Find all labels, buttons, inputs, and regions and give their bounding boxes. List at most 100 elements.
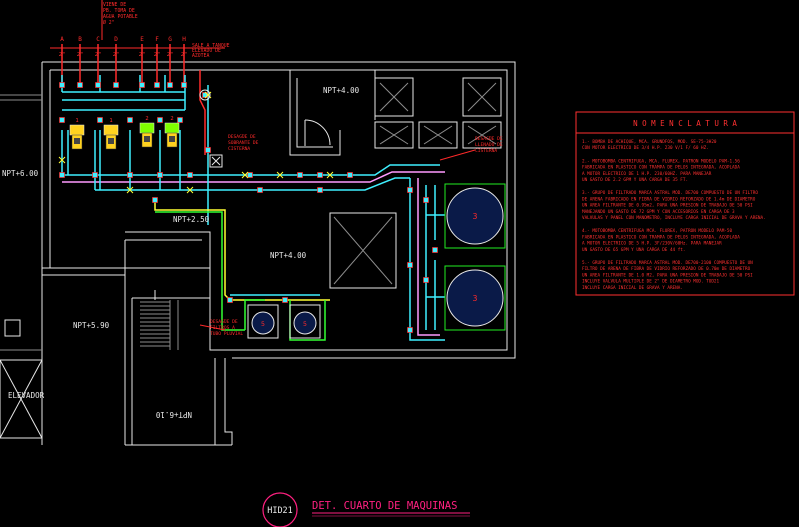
valve-fitting — [432, 247, 438, 253]
nomenclature-heading: N O M E N C L A T U R A — [633, 119, 737, 128]
pipe-letter: C — [96, 36, 100, 43]
pump-motor — [139, 122, 155, 134]
nomenclature-line: INCLUYE VALVULA MULTIPLE DE 2" DE DIAMET… — [582, 279, 720, 285]
valve-fitting — [187, 172, 193, 178]
note-line: SOBRANTE DE — [228, 140, 259, 146]
filter-label: 5 — [261, 320, 265, 328]
filter-unit: 5 — [289, 304, 321, 339]
nomenclature-line: UN AREA FILTRANTE DE 0.95m2, PARA UNA PR… — [582, 203, 753, 209]
nomenclature-line: INCLUYE CARGA INICIAL DE GRAVA Y ARENA. — [582, 285, 683, 291]
title-bubble — [262, 492, 298, 527]
valve-fitting — [95, 82, 101, 88]
valve-fitting — [257, 187, 263, 193]
valve-fitting — [59, 117, 65, 123]
filter-housing — [289, 304, 321, 339]
nomenclature-line: A MOTOR ELECTRICO DE 1 H.P. 230/60HZ. PA… — [582, 171, 712, 177]
bottom-note-leader — [199, 324, 226, 331]
tank-2-label: 3 — [473, 294, 478, 303]
level-npt400-center: NPT+4.00 — [270, 251, 307, 260]
check-valve — [326, 171, 334, 179]
valve-fitting — [77, 82, 83, 88]
cyan-left-drop — [61, 130, 69, 175]
pipe-letter: A — [60, 36, 64, 43]
valve-fitting — [227, 297, 233, 303]
tank-1-label: 3 — [473, 212, 478, 221]
pump: 2 — [139, 116, 155, 148]
cyan-main-1 — [62, 164, 440, 176]
filter-tank — [293, 311, 317, 335]
pump: 1 — [103, 118, 119, 150]
magenta-main — [62, 171, 445, 183]
pump-impeller — [108, 138, 114, 144]
nomenclature-panel: N O M E N C L A T U R A 1.- BOMBA DE ACH… — [575, 111, 795, 296]
title-code: HID21 — [267, 506, 293, 516]
level-npt590: NPT+5.90 — [73, 321, 110, 330]
elevator-box — [0, 359, 43, 439]
pump-label: 1 — [75, 118, 78, 124]
valve-fitting — [127, 172, 133, 178]
nomenclature-line: UN AREA FILTRANTE DE 1.0 M2, PARA UNA PR… — [582, 272, 753, 278]
valve-fitting — [407, 262, 413, 268]
valve-fitting — [97, 117, 103, 123]
shaft-x-marks — [333, 82, 497, 285]
nomenclature-line: 1.- BOMBA DE ACHIQUE, MCA. GRUNDFOS, MOD… — [582, 139, 717, 145]
drain-box — [209, 154, 223, 168]
valve-fitting — [152, 197, 158, 203]
valve-fitting — [317, 187, 323, 193]
level-npt610-flipped: NPT+6.10 — [155, 410, 192, 419]
valve-fitting — [154, 82, 160, 88]
valve-fitting — [113, 82, 119, 88]
note-line: CISTERNA — [475, 148, 497, 154]
nomenclature-items: 1.- BOMBA DE ACHIQUE, MCA. GRUNDFOS, MOD… — [582, 139, 766, 291]
shaft-box-5 — [462, 121, 502, 149]
valve-fitting — [139, 82, 145, 88]
valve-fitting — [59, 172, 65, 178]
magenta-right-vert — [417, 178, 440, 336]
pipe-letter: B — [78, 36, 82, 43]
valve-fitting — [181, 82, 187, 88]
pump-impeller — [144, 136, 150, 142]
note-line: CISTERNA — [228, 146, 250, 152]
green-line-1 — [155, 211, 245, 331]
cyan-right-vert-1 — [409, 178, 445, 341]
valve-fitting — [177, 117, 183, 123]
note-line: DESAGÜE DE — [228, 133, 256, 140]
nomenclature-line: CON MOTOR ELECTRICO DE 3/4 H.P. 230 V/1 … — [582, 145, 709, 151]
nomenclature-line: 3.- GRUPO DE FILTRADO MARCA ASTRAL MOD. … — [582, 190, 758, 196]
note-line: DESAGÜE DE — [210, 318, 238, 325]
shaft-box-1 — [374, 77, 414, 117]
valve-fitting — [423, 277, 429, 283]
valve-fitting — [407, 187, 413, 193]
door-swing — [304, 119, 331, 146]
valve-fitting — [407, 327, 413, 333]
level-npt250: NPT+2.50 — [173, 215, 210, 224]
inner-wall-top-right — [50, 69, 508, 351]
nomenclature-frame — [575, 111, 795, 296]
central-void — [329, 212, 397, 289]
tank-frame-2 — [444, 265, 506, 331]
elevator-label: ELEVADOR — [8, 391, 45, 400]
top-note-line: AZOTEA — [192, 53, 209, 59]
pipe-letter: E — [140, 36, 144, 43]
piping — [61, 44, 445, 341]
check-valve — [58, 156, 66, 164]
stair-wall-top — [125, 231, 211, 298]
note-line: LLENADO DE — [475, 142, 503, 148]
level-npt400-top: NPT+4.00 — [323, 86, 360, 95]
nomenclature-line: VALVULAS Y PANEL CON MANOMETRO, INCLUYE … — [582, 215, 766, 221]
service-room-inner — [296, 78, 333, 148]
tanks: 3 3 — [444, 183, 506, 331]
top-note-line: AGUA POTABLE — [103, 14, 138, 20]
shaft-box-4 — [462, 77, 502, 117]
stair-landing — [132, 297, 232, 351]
pump-impeller — [169, 136, 175, 142]
top-note-line: PB. TOMA DE — [103, 8, 135, 14]
